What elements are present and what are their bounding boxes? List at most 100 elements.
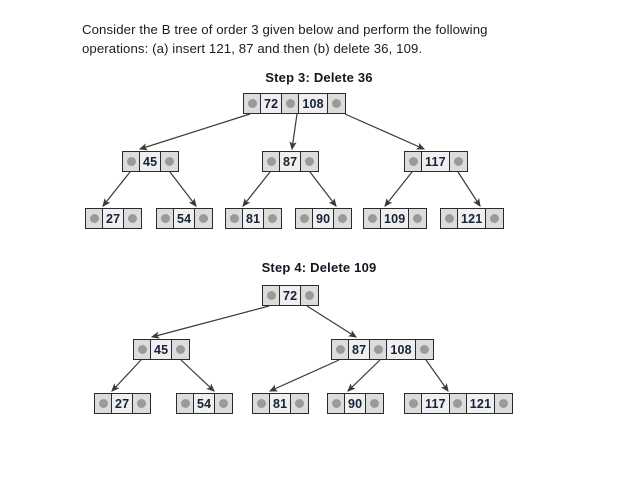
edge-root-to-87 xyxy=(289,113,298,151)
pointer-cell xyxy=(161,152,179,171)
leaf-node-90: 90 xyxy=(295,208,353,229)
key-cell: 27 xyxy=(103,209,125,228)
leaf-node-109: 109 xyxy=(363,208,428,229)
root-node-72: 72 xyxy=(262,285,320,306)
pointer-dot-icon xyxy=(137,345,147,354)
pointer-cell xyxy=(124,209,142,228)
pointer-cell xyxy=(291,394,309,413)
pointer-dot-icon xyxy=(373,345,383,354)
key-cell: 45 xyxy=(140,152,162,171)
pointer-dot-icon xyxy=(413,214,423,223)
pointer-dot-icon xyxy=(219,399,229,408)
edge-root-to-45 xyxy=(150,305,270,339)
leaf-node-27: 27 xyxy=(94,393,152,414)
internal-node-87: 87 xyxy=(262,151,320,172)
pointer-dot-icon xyxy=(408,157,418,166)
leaf-node-27: 27 xyxy=(85,208,143,229)
pointer-cell xyxy=(133,394,151,413)
pointer-cell xyxy=(157,209,174,228)
pointer-dot-icon xyxy=(299,214,309,223)
key-cell: 54 xyxy=(194,394,216,413)
pointer-cell xyxy=(244,94,261,113)
pointer-dot-icon xyxy=(89,214,99,223)
leaf-node-54: 54 xyxy=(176,393,234,414)
pointer-dot-icon xyxy=(490,214,500,223)
pointer-cell xyxy=(215,394,233,413)
edge-root-to-117 xyxy=(344,113,426,150)
pointer-dot-icon xyxy=(305,157,315,166)
key-cell: 81 xyxy=(270,394,292,413)
key-cell: 27 xyxy=(112,394,134,413)
pointer-dot-icon xyxy=(247,99,257,108)
pointer-dot-icon xyxy=(256,399,266,408)
pointer-dot-icon xyxy=(160,214,170,223)
pointer-cell xyxy=(370,340,388,359)
pointer-cell xyxy=(177,394,194,413)
pointer-dot-icon xyxy=(453,157,463,166)
pointer-cell xyxy=(296,209,313,228)
root-node-72-108: 72 108 xyxy=(243,93,346,114)
edge-45-to-54 xyxy=(169,171,197,207)
key-cell: 109 xyxy=(381,209,410,228)
edge-87-to-81 xyxy=(242,171,271,207)
pointer-cell xyxy=(449,394,467,413)
leaf-node-121: 121 xyxy=(440,208,505,229)
pointer-cell xyxy=(449,152,467,171)
pointer-cell xyxy=(301,286,319,305)
pointer-dot-icon xyxy=(499,399,509,408)
pointer-cell xyxy=(263,152,280,171)
edge-108-to-117-121 xyxy=(425,359,449,392)
pointer-cell xyxy=(409,209,427,228)
pointer-dot-icon xyxy=(444,214,454,223)
leaf-node-81: 81 xyxy=(252,393,310,414)
pointer-cell xyxy=(95,394,112,413)
pointer-dot-icon xyxy=(285,99,295,108)
step3-title: Step 3: Delete 36 xyxy=(265,70,373,85)
pointer-dot-icon xyxy=(266,291,276,300)
pointer-dot-icon xyxy=(453,399,463,408)
key-cell: 108 xyxy=(299,94,328,113)
leaf-node-54: 54 xyxy=(156,208,214,229)
pointer-dot-icon xyxy=(199,214,209,223)
pointer-dot-icon xyxy=(338,214,348,223)
edge-87-to-90 xyxy=(309,171,337,207)
key-cell: 72 xyxy=(261,94,283,113)
key-cell: 117 xyxy=(422,394,450,413)
prompt-text: Consider the B tree of order 3 given bel… xyxy=(82,22,488,56)
pointer-cell xyxy=(441,209,458,228)
pointer-cell xyxy=(495,394,513,413)
pointer-cell xyxy=(405,152,422,171)
pointer-dot-icon xyxy=(137,399,147,408)
key-cell: 117 xyxy=(422,152,450,171)
pointer-dot-icon xyxy=(268,214,278,223)
pointer-cell xyxy=(328,394,345,413)
leaf-node-90: 90 xyxy=(327,393,385,414)
edge-117-to-109 xyxy=(384,171,413,207)
pointer-dot-icon xyxy=(180,399,190,408)
key-cell: 72 xyxy=(280,286,302,305)
internal-node-45: 45 xyxy=(133,339,191,360)
pointer-dot-icon xyxy=(419,345,429,354)
key-cell: 87 xyxy=(280,152,302,171)
pointer-cell xyxy=(134,340,151,359)
key-cell: 45 xyxy=(151,340,173,359)
pointer-dot-icon xyxy=(295,399,305,408)
edge-45-to-54 xyxy=(180,359,215,392)
pointer-dot-icon xyxy=(305,291,315,300)
key-cell: 87 xyxy=(349,340,371,359)
pointer-cell xyxy=(327,94,345,113)
pointer-cell xyxy=(195,209,213,228)
pointer-cell xyxy=(253,394,270,413)
pointer-dot-icon xyxy=(335,345,345,354)
pointer-dot-icon xyxy=(331,99,341,108)
pointer-cell xyxy=(86,209,103,228)
pointer-cell xyxy=(332,340,349,359)
pointer-cell xyxy=(301,152,319,171)
edge-45-to-27 xyxy=(111,359,142,392)
pointer-cell xyxy=(486,209,504,228)
pointer-dot-icon xyxy=(331,399,341,408)
key-cell: 54 xyxy=(174,209,196,228)
edge-45-to-27 xyxy=(102,171,131,207)
